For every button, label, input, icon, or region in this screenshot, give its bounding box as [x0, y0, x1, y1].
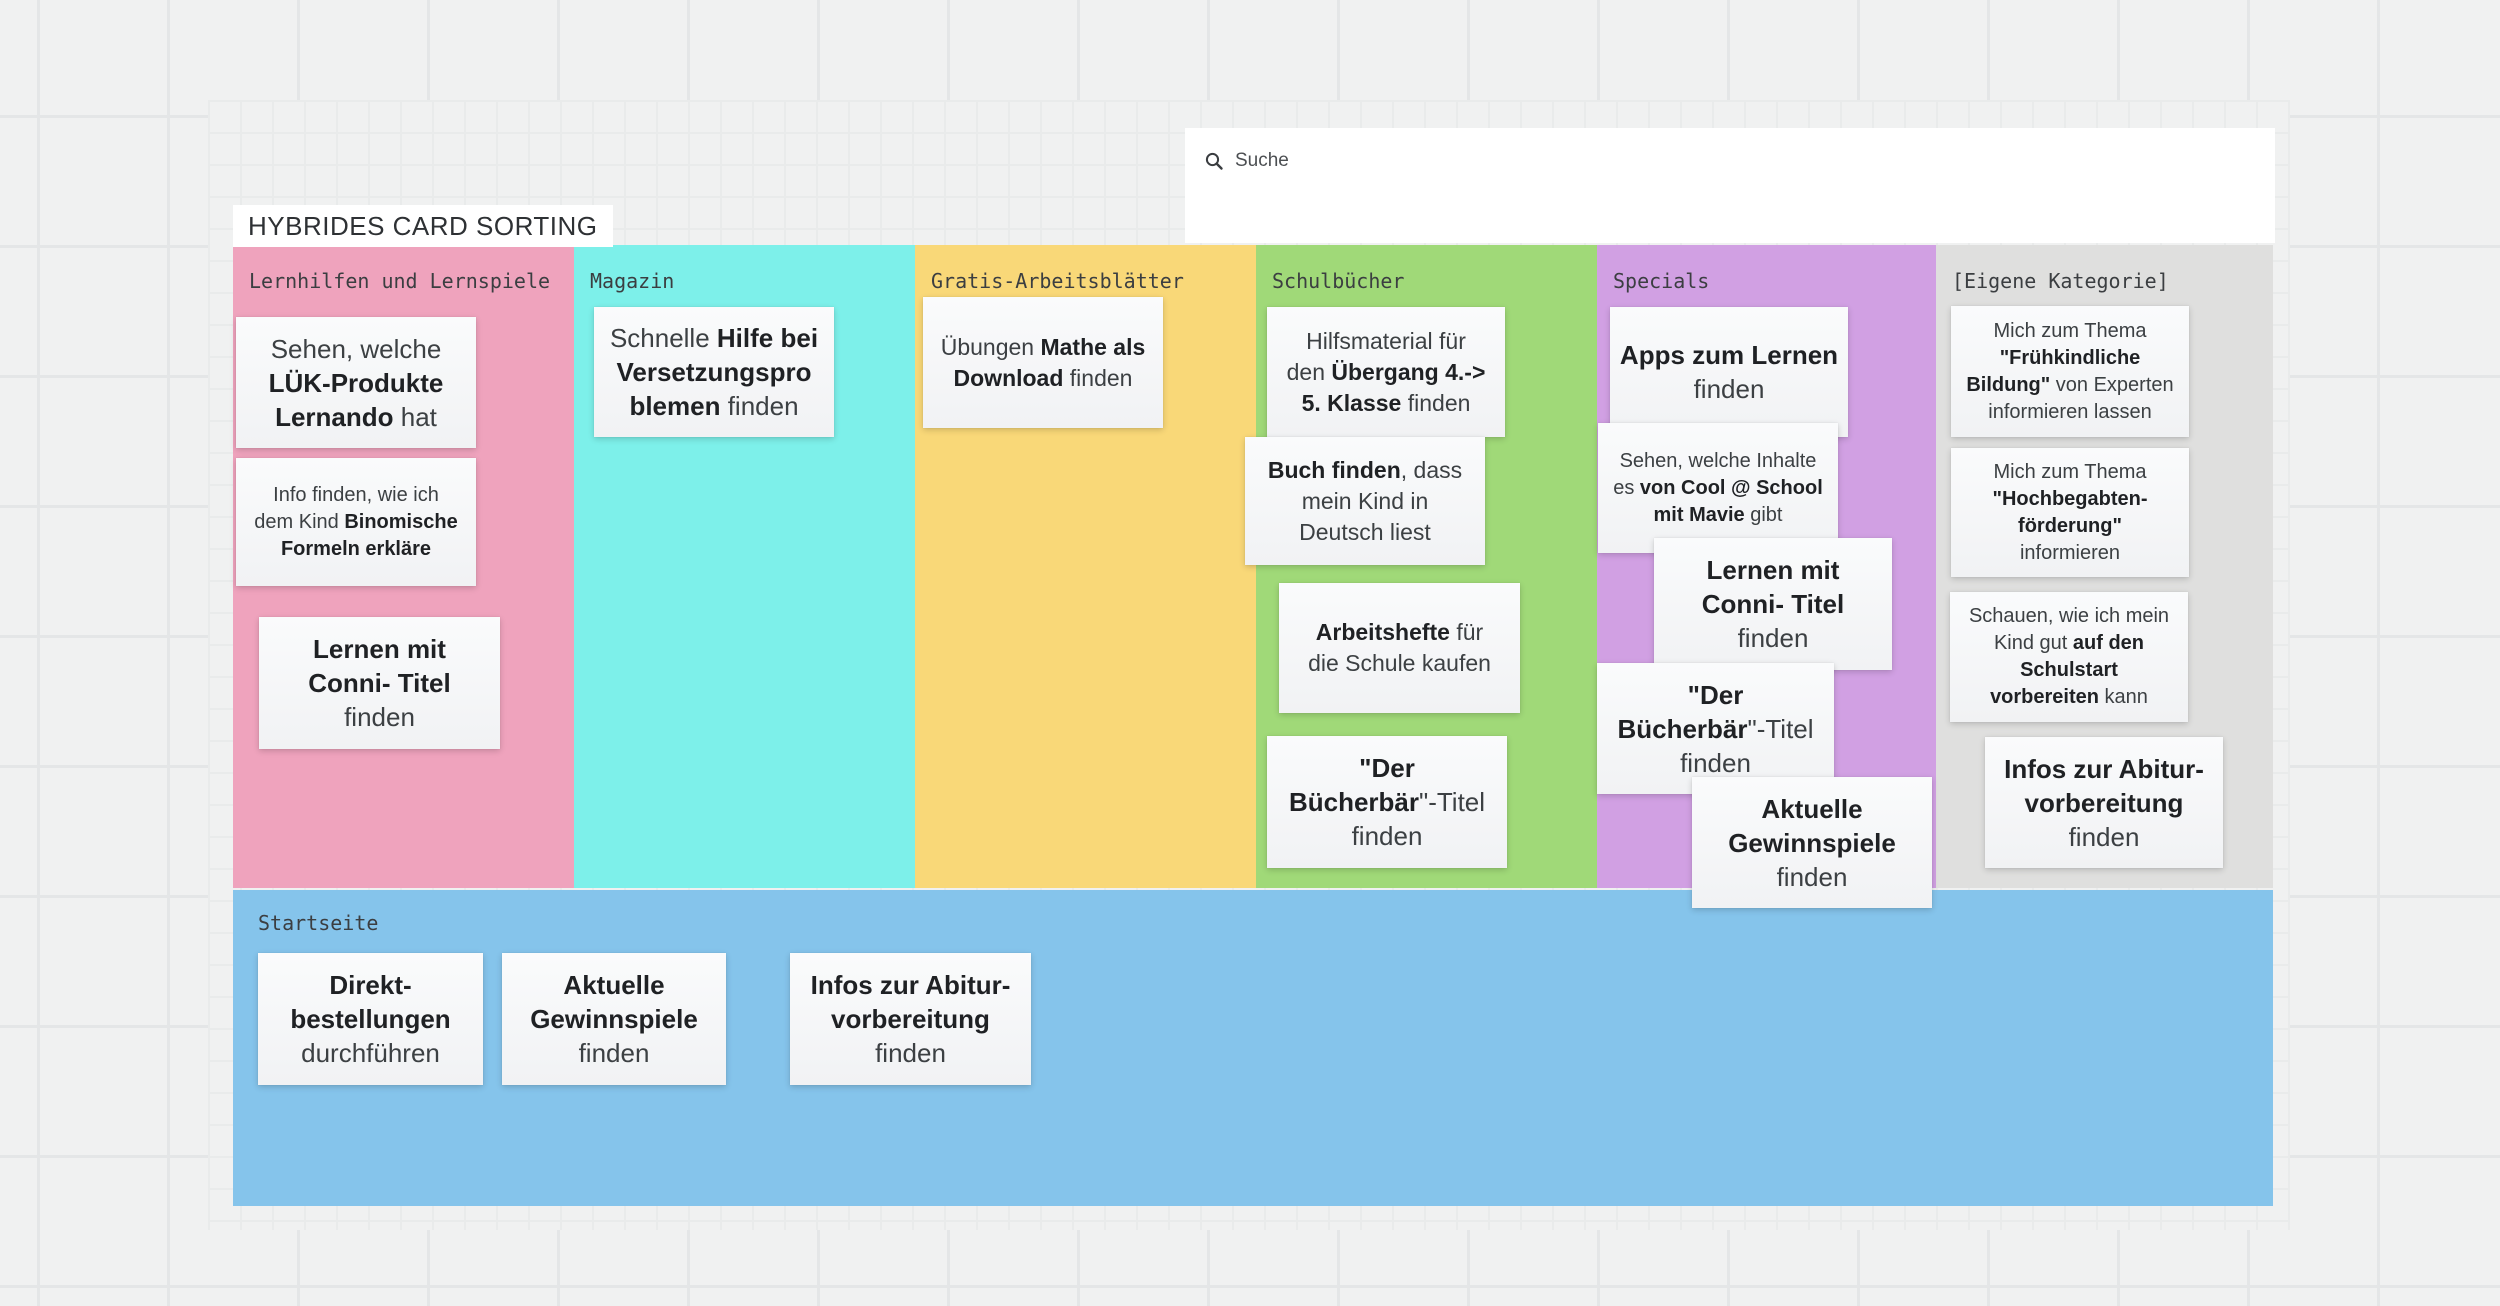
- card-text-line: Formeln erkläre: [280, 537, 432, 560]
- card-text-line: Bücherbär"-Titel: [1288, 787, 1486, 817]
- card-text-line: Aktuelle: [563, 970, 665, 1000]
- card-text-line: durchführen: [301, 1038, 440, 1068]
- card[interactable]: Mich zum Thema "Hochbegabten-förderung" in…: [1951, 448, 2189, 577]
- card-text-line: blemen finden: [629, 391, 799, 421]
- card-text-line: Direkt-: [329, 970, 412, 1000]
- card-text-line: Infos zur Abitur-: [2004, 753, 2204, 784]
- column-label-gratis-arbeitsblaetter: Gratis-Arbeitsblätter: [931, 269, 1184, 293]
- card-text-line: 5. Klasse finden: [1301, 389, 1471, 416]
- card[interactable]: Buch finden, dass mein Kind in Deutsch lie…: [1245, 437, 1485, 565]
- card-text-line: Lernen mit: [1706, 555, 1840, 585]
- card-text-line: Arbeitshefte für: [1315, 619, 1484, 645]
- card-text-line: "Der: [1687, 679, 1744, 710]
- card-text-line: Gewinnspiele: [530, 1004, 698, 1034]
- card-text-line: Apps zum Lernen: [1619, 340, 1839, 370]
- card-text-line: finden: [1680, 747, 1751, 778]
- card[interactable]: Hilfsmaterial für den Übergang 4.-> 5. Kla…: [1267, 307, 1505, 437]
- card-text-line: Download finden: [953, 364, 1133, 391]
- card-text-line: die Schule kaufen: [1308, 650, 1491, 676]
- card-text-line: finden: [2068, 821, 2140, 852]
- card-text-line: mein Kind in: [1301, 487, 1429, 514]
- row-label-startseite: Startseite: [258, 911, 379, 935]
- card-text-line: Conni- Titel: [308, 668, 451, 698]
- card-text-line: "Hochbegabten-: [1992, 487, 2148, 510]
- card-text-line: Mich zum Thema: [1993, 460, 2147, 483]
- card-text-line: Conni- Titel: [1701, 589, 1845, 619]
- card-text-line: Sehen, welche: [270, 333, 442, 364]
- card-text-line: informieren: [2019, 541, 2121, 564]
- card-text-line: dem Kind Binomische: [254, 510, 458, 533]
- card[interactable]: Infos zur Abitur-vorbereitung finden: [790, 953, 1031, 1085]
- column-label-eigene-kategorie: [Eigene Kategorie]: [1952, 269, 2169, 293]
- search-icon: [1205, 152, 1223, 170]
- card-text-line: es von Cool @ School: [1613, 476, 1823, 499]
- card-text-line: vorbereitung: [2024, 787, 2184, 818]
- card-text-line: mit Mavie gibt: [1653, 503, 1783, 526]
- card-text-line: bestellungen: [290, 1004, 451, 1034]
- card-text-line: Aktuelle: [1761, 793, 1863, 824]
- card-text-line: Info finden, wie ich: [273, 483, 439, 506]
- column-label-specials: Specials: [1613, 269, 1710, 293]
- card-text-line: finden: [1776, 861, 1848, 892]
- card-text-line: Lernando hat: [275, 401, 437, 432]
- card[interactable]: Direkt-bestellungen durchführen: [258, 953, 483, 1085]
- card-text-line: Schulstart: [2020, 659, 2118, 681]
- card-text-line: finden: [1737, 623, 1809, 653]
- card-text-line: finden: [578, 1038, 650, 1068]
- column-label-lernhilfen-und-lernspiele: Lernhilfen und Lernspiele: [249, 269, 551, 293]
- card-text-line: Sehen, welche Inhalte: [1619, 449, 1817, 472]
- card[interactable]: Arbeitshefte für die Schule kaufen: [1279, 583, 1520, 713]
- search-bar: [1185, 128, 2275, 243]
- card-text-line: Bildung" von Experten: [1966, 373, 2174, 396]
- card-text-line: "Der: [1359, 753, 1415, 783]
- card-text-line: Infos zur Abitur-: [810, 970, 1011, 1000]
- card-text-line: Buch finden, dass: [1267, 456, 1463, 483]
- card-text-line: Gewinnspiele: [1728, 827, 1896, 858]
- card-text-line: Lernen mit: [313, 634, 446, 664]
- card-text-line: Schauen, wie ich mein: [1968, 605, 2170, 627]
- board-title-text: HYBRIDES CARD SORTING: [248, 210, 598, 241]
- card-text-line: vorbereitung: [831, 1004, 990, 1034]
- card-text-line: finden: [1351, 821, 1423, 851]
- card-text-line: Versetzungspro: [616, 357, 812, 387]
- card-text-line: Schnelle Hilfe bei: [609, 323, 819, 353]
- board-title[interactable]: HYBRIDES CARD SORTING: [233, 205, 613, 247]
- card-text-line: den Übergang 4.->: [1286, 358, 1486, 385]
- card-text-line: Mich zum Thema: [1993, 319, 2147, 342]
- column-label-schulbuecher: Schulbücher: [1272, 269, 1405, 293]
- card-text-line: LÜK-Produkte: [268, 367, 444, 398]
- card-text-line: vorbereiten kann: [1990, 686, 2148, 708]
- card[interactable]: Sehen, welche Inhalte es von Cool @ Schoo…: [1598, 423, 1838, 553]
- card-text-line: Deutsch liest: [1299, 518, 1431, 545]
- card-text-line: förderung": [2018, 514, 2122, 537]
- search-input[interactable]: [1233, 149, 2197, 173]
- card[interactable]: Apps zum Lernen finden: [1610, 307, 1848, 437]
- column-label-magazin: Magazin: [590, 269, 675, 293]
- card-text-line: finden: [875, 1038, 946, 1068]
- card-text-line: finden: [344, 702, 415, 732]
- card-text-line: Kind gut auf den: [1993, 632, 2145, 654]
- card-text-line: Übungen Mathe als: [940, 333, 1146, 360]
- card-text-line: "Frühkindliche: [1999, 346, 2141, 369]
- card-text-line: Hilfsmaterial für: [1306, 327, 1466, 354]
- card-text-line: finden: [1693, 374, 1765, 404]
- card-text-line: Bücherbär"-Titel: [1617, 713, 1814, 744]
- card-text-line: informieren lassen: [1988, 400, 2152, 423]
